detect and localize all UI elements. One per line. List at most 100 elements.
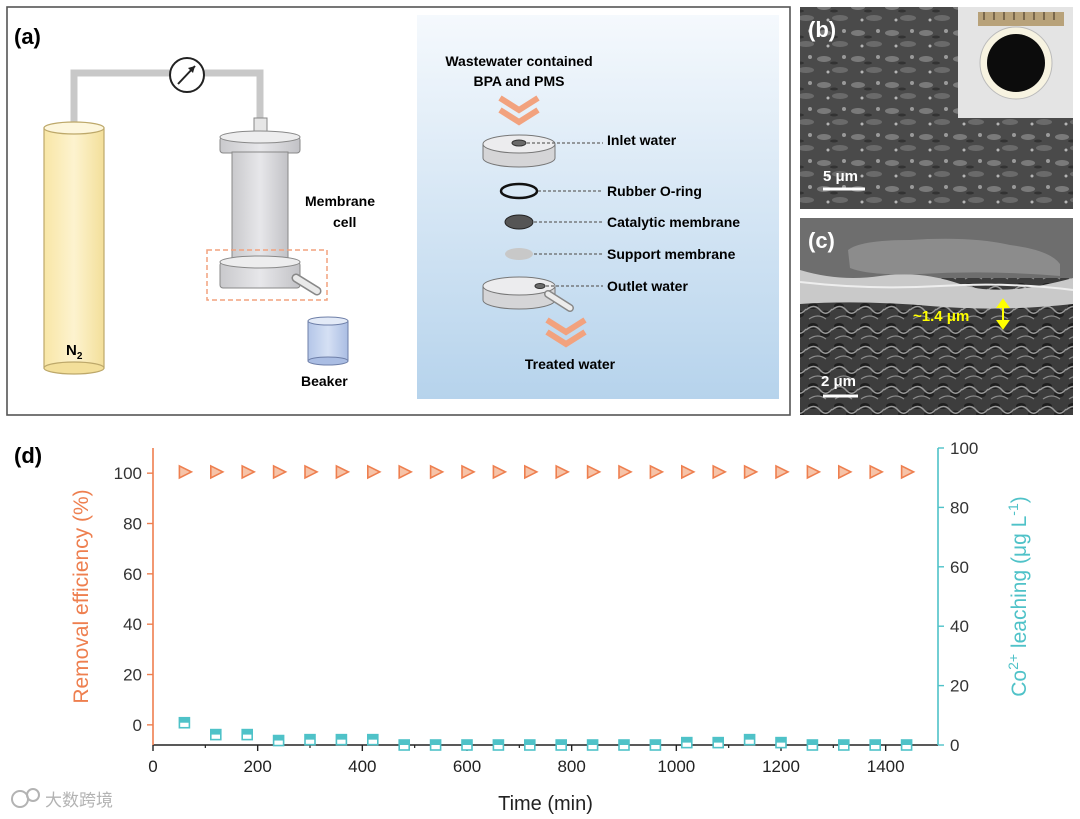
co-leaching-marker-fill <box>838 740 849 745</box>
co-leaching-marker-fill <box>807 740 818 745</box>
co-leaching-point <box>492 739 505 751</box>
co-leaching-point <box>743 733 756 746</box>
x-axis-label: Time (min) <box>498 793 593 815</box>
pressure-gauge-icon <box>169 57 205 93</box>
removal-efficiency-point <box>398 464 413 480</box>
co-leaching-marker-fill <box>305 734 315 740</box>
x-tick-label: 1400 <box>867 757 905 776</box>
membrane-cell <box>206 117 328 301</box>
catalytic-membrane-icon <box>504 214 534 230</box>
component-label-o-ring: Rubber O-ring <box>607 183 702 199</box>
y-right-axis-label-part: -1 <box>1005 503 1021 516</box>
removal-efficiency-point <box>586 464 602 480</box>
co-leaching-marker-fill <box>713 737 724 743</box>
removal-efficiency-point <box>900 464 916 480</box>
co-leaching-point <box>178 716 191 729</box>
removal-efficiency-point <box>649 464 665 480</box>
beaker-label: Beaker <box>301 373 348 389</box>
co-leaching-marker-fill <box>681 737 692 743</box>
component-label-inlet: Inlet water <box>607 132 677 148</box>
removal-efficiency-point <box>555 464 570 480</box>
removal-efficiency-point <box>869 464 884 480</box>
panel-d-label: (d) <box>14 443 42 468</box>
flow-out-arrow-icon <box>545 317 587 348</box>
co-leaching-point <box>461 739 473 751</box>
x-tick-label: 800 <box>557 757 585 776</box>
panel-b-label: (b) <box>808 17 836 42</box>
y-left-tick-label: 20 <box>123 666 142 685</box>
y-right-axis-label-part: ) <box>1008 496 1031 503</box>
co-leaching-point <box>649 739 662 751</box>
co-leaching-point <box>837 739 850 751</box>
y-right-tick-label: 40 <box>950 617 969 636</box>
membrane-cell-label-line2: cell <box>333 214 356 230</box>
co-leaching-marker-fill <box>776 737 786 743</box>
y-right-tick-label: 60 <box>950 558 969 577</box>
co-leaching-point <box>869 739 882 751</box>
outlet-disk <box>482 276 574 312</box>
co-leaching-marker-fill <box>430 740 441 745</box>
inset-title-line1: Wastewater contained <box>445 53 592 69</box>
removal-efficiency-point <box>837 464 853 480</box>
panel-a-label: (a) <box>14 24 41 49</box>
x-tick-label: 600 <box>453 757 481 776</box>
co-leaching-point <box>618 739 630 751</box>
x-tick-label: 1000 <box>657 757 695 776</box>
removal-efficiency-point <box>523 464 539 480</box>
y-right-tick-label: 20 <box>950 677 969 696</box>
y-right-tick-label: 0 <box>950 736 959 755</box>
removal-efficiency-point <box>241 464 256 480</box>
co-leaching-point <box>429 739 442 751</box>
y-left-tick-label: 40 <box>123 615 142 634</box>
flow-in-arrow-icon <box>498 95 540 126</box>
beaker-icon <box>307 316 349 366</box>
removal-efficiency-point <box>680 464 696 480</box>
co-leaching-marker-fill <box>556 740 567 745</box>
co-leaching-point <box>335 733 348 746</box>
co-leaching-marker-fill <box>210 729 221 735</box>
y-right-axis-label-part: Co <box>1008 670 1031 697</box>
x-tick-label: 400 <box>348 757 376 776</box>
co-leaching-marker-fill <box>242 729 253 735</box>
highlight-box <box>206 249 328 301</box>
thickness-annotation: ~1.4 μm <box>913 308 969 325</box>
removal-efficiency-point <box>618 464 633 480</box>
co-leaching-marker-fill <box>367 734 378 740</box>
exploded-view-inset: Wastewater contained BPA and PMS <box>417 15 779 399</box>
removal-efficiency-point <box>210 464 225 480</box>
component-label-outlet: Outlet water <box>607 278 688 294</box>
y-left-tick-label: 60 <box>123 565 142 584</box>
co-leaching-marker-fill <box>399 740 410 745</box>
y-left-tick-label: 100 <box>114 464 142 483</box>
watermark-text: 大数跨境 <box>45 791 113 810</box>
rubber-o-ring-icon <box>499 182 539 200</box>
removal-efficiency-point <box>272 464 288 480</box>
co-leaching-marker-fill <box>619 740 629 745</box>
co-leaching-marker-fill <box>336 734 347 740</box>
co-leaching-point <box>366 733 379 746</box>
co-leaching-point <box>523 739 536 751</box>
removal-efficiency-point <box>429 464 445 480</box>
y-right-tick-label: 80 <box>950 498 969 517</box>
nitrogen-cylinder: N2 <box>43 121 105 375</box>
co-leaching-point <box>210 728 222 741</box>
co-leaching-marker-fill <box>493 740 504 745</box>
y-right-axis-label: Co2+ leaching (μg L-1) <box>1005 496 1031 696</box>
membrane-cell-label-line1: Membrane <box>305 193 375 209</box>
scale-bar-c-label: 2 μm <box>821 373 856 390</box>
y-right-axis-label-part: 2+ <box>1005 654 1021 670</box>
co-leaching-marker-fill <box>462 740 472 745</box>
co-leaching-marker-fill <box>901 740 912 745</box>
support-membrane-icon <box>505 248 533 260</box>
co-leaching-point <box>398 739 411 751</box>
co-leaching-point <box>555 739 568 751</box>
y-left-tick-label: 0 <box>133 716 142 735</box>
y-right-tick-label: 100 <box>950 439 978 458</box>
panel-a: (a) N2 Membran <box>6 6 791 416</box>
component-label-support: Support membrane <box>607 246 736 262</box>
removal-efficiency-point <box>712 464 727 480</box>
component-label-catalytic: Catalytic membrane <box>607 214 740 230</box>
gas-tube <box>70 69 264 125</box>
